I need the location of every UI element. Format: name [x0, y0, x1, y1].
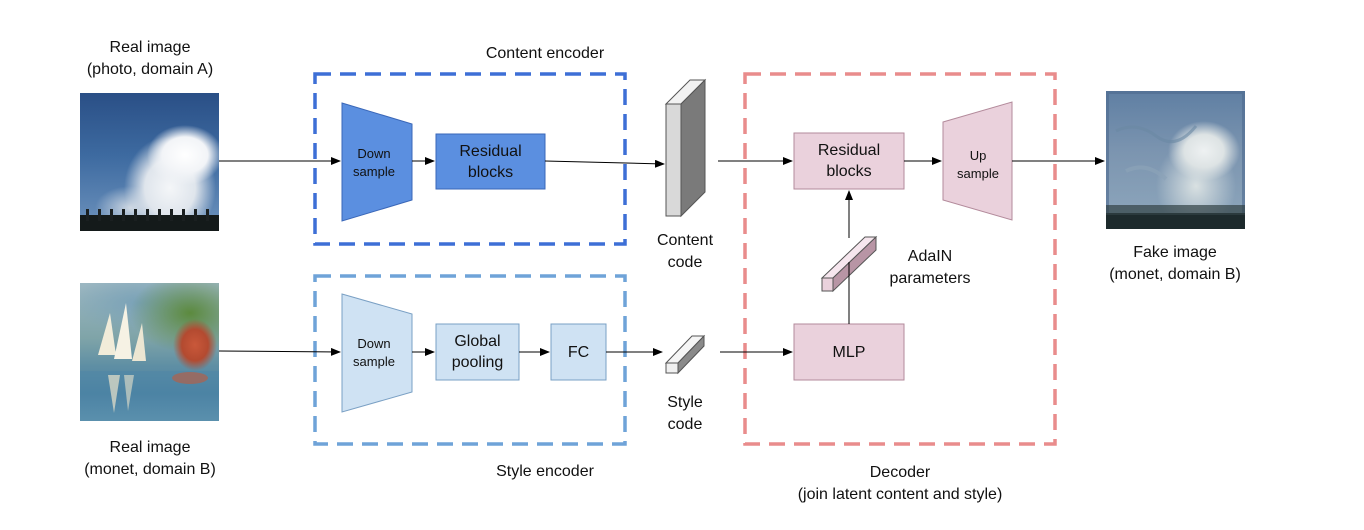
style-code-label: Style code	[667, 394, 703, 433]
style-code-block	[664, 334, 706, 375]
fc-shape	[550, 323, 607, 381]
photo-input-label: Real image (photo, domain A)	[86, 39, 214, 78]
style-downsample-label: Down sample	[353, 336, 395, 369]
global-pooling-block: Global pooling	[451, 333, 504, 371]
style-encoder-box	[313, 274, 627, 446]
decoder-residual-blocks: Residual blocks	[817, 142, 881, 180]
mlp-shape	[793, 323, 905, 381]
arrow-residual-to-content-code	[544, 159, 665, 168]
style-downsample-shape	[341, 293, 413, 413]
style-encoder-title: Style encoder	[496, 463, 594, 480]
content-downsample-shape	[341, 102, 413, 222]
fake-output-image	[1106, 91, 1245, 229]
content-code-label: Content code	[656, 232, 714, 271]
monet-input-label: Real image (monet, domain B)	[84, 439, 216, 478]
decoder-title: Decoder (join latent content and style)	[797, 464, 1003, 503]
fake-output-label: Fake image (monet, domain B)	[1109, 244, 1241, 283]
global-pooling-shape	[435, 323, 520, 381]
decoder-box	[743, 72, 1057, 446]
upsample-shape	[942, 101, 1013, 221]
content-code-block	[664, 78, 707, 218]
photo-input-image	[80, 93, 219, 231]
adain-parameters-label: AdaIN parameters	[889, 248, 971, 287]
upsample-label: Up sample	[957, 148, 999, 181]
fc-block: FC	[567, 343, 590, 361]
content-encoder-box	[313, 72, 627, 246]
monet-input-image	[80, 283, 219, 421]
content-downsample-label: Down sample	[353, 146, 395, 179]
mlp-block: MLP	[832, 343, 866, 361]
decoder-residual-shape	[793, 132, 905, 190]
content-encoder-title: Content encoder	[485, 45, 605, 62]
adain-block	[820, 235, 878, 293]
content-residual-shape	[435, 133, 546, 190]
content-residual-blocks: Residual blocks	[459, 142, 522, 181]
arrow-monet-to-downsample	[218, 347, 341, 356]
